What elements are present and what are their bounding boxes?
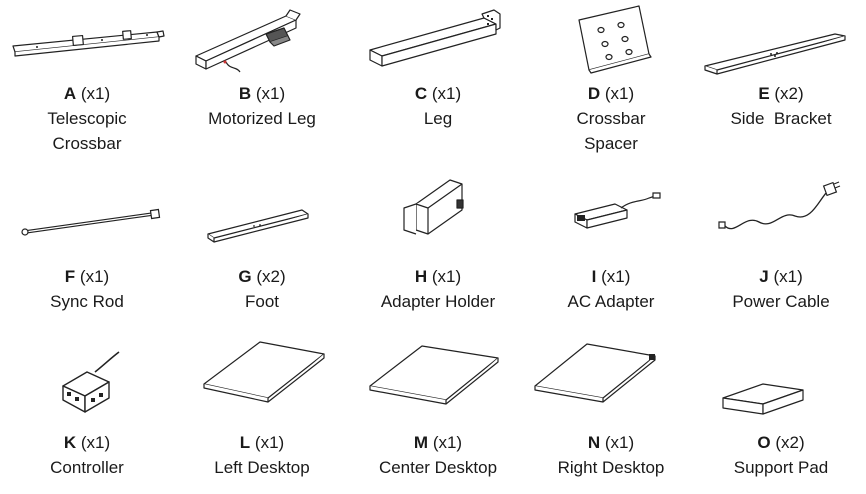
part-i-qty: (x1) (601, 267, 631, 286)
part-a: A (x1) Telescopic Crossbar (0, 0, 174, 168)
part-h-letter: H (414, 267, 428, 286)
part-c: C (x1) Leg (350, 0, 526, 168)
part-k-name: Controller (50, 458, 124, 477)
part-m-qty: (x1) (432, 433, 463, 452)
part-a-qty: (x1) (80, 84, 111, 103)
part-b-letter: B (238, 84, 252, 103)
part-f-caption: F (x1) Sync Rod (0, 264, 174, 314)
adapter-holder-icon (358, 170, 518, 250)
part-j-caption: J (x1) Power Cable (696, 264, 866, 314)
center-desktop-icon (358, 328, 518, 424)
left-desktop-icon (182, 328, 342, 424)
part-o-qty: (x2) (775, 433, 805, 452)
part-h-name: Adapter Holder (380, 292, 496, 311)
side-bracket-icon (701, 0, 861, 84)
part-g-letter: G (238, 267, 252, 286)
part-g: G (x2) Foot (174, 168, 350, 328)
part-b-name: Motorized Leg (208, 109, 316, 128)
part-m-letter: M (413, 433, 429, 452)
part-o: O (x2) Support Pad (696, 328, 866, 494)
part-k: K (x1) Controller (0, 328, 174, 494)
ac-adapter-icon (531, 170, 691, 250)
part-a-caption: A (x1) Telescopic Crossbar (0, 81, 174, 156)
part-k-letter: K (63, 433, 77, 452)
motorized-leg-icon (182, 0, 342, 84)
part-j-qty: (x1) (773, 267, 803, 286)
part-a-name: Telescopic Crossbar (47, 109, 127, 153)
part-n: N (x1) Right Desktop (526, 328, 696, 494)
part-d: D (x1) Crossbar Spacer (526, 0, 696, 168)
part-g-name: Foot (244, 292, 280, 311)
part-c-qty: (x1) (431, 84, 462, 103)
part-o-letter: O (757, 433, 771, 452)
support-pad-icon (701, 328, 861, 424)
leg-icon (358, 0, 518, 84)
part-k-qty: (x1) (80, 433, 111, 452)
part-h-caption: H (x1) Adapter Holder (350, 264, 526, 314)
part-l-name: Left Desktop (214, 458, 310, 477)
telescopic-crossbar-icon (7, 0, 167, 84)
right-desktop-icon (531, 328, 691, 424)
part-o-name: Support Pad (733, 458, 829, 477)
part-h: H (x1) Adapter Holder (350, 168, 526, 328)
part-j-letter: J (759, 267, 769, 286)
part-l-letter: L (239, 433, 251, 452)
part-f-name: Sync Rod (50, 292, 124, 311)
part-l: L (x1) Left Desktop (174, 328, 350, 494)
part-m-name: Center Desktop (378, 458, 498, 477)
part-k-caption: K (x1) Controller (0, 430, 174, 480)
part-g-caption: G (x2) Foot (174, 264, 350, 314)
part-o-caption: O (x2) Support Pad (696, 430, 866, 480)
part-e-caption: E (x2) Side Bracket (696, 81, 866, 131)
part-d-letter: D (587, 84, 601, 103)
power-cable-icon (701, 170, 861, 250)
part-b-caption: B (x1) Motorized Leg (174, 81, 350, 131)
part-e-name: Side Bracket (730, 109, 832, 128)
part-n-name: Right Desktop (557, 458, 665, 477)
part-l-caption: L (x1) Left Desktop (174, 430, 350, 480)
part-i: I (x1) AC Adapter (526, 168, 696, 328)
part-f: F (x1) Sync Rod (0, 168, 174, 328)
part-i-name: AC Adapter (567, 292, 655, 311)
crossbar-spacer-icon (531, 0, 691, 84)
part-i-letter: I (591, 267, 597, 286)
part-c-name: Leg (423, 109, 453, 128)
part-d-name: Crossbar Spacer (576, 109, 646, 153)
part-n-qty: (x1) (604, 433, 635, 452)
part-f-qty: (x1) (79, 267, 110, 286)
foot-icon (182, 170, 342, 250)
part-d-qty: (x1) (604, 84, 635, 103)
part-m: M (x1) Center Desktop (350, 328, 526, 494)
part-m-caption: M (x1) Center Desktop (350, 430, 526, 480)
part-g-qty: (x2) (256, 267, 286, 286)
part-e: E (x2) Side Bracket (696, 0, 866, 168)
part-l-qty: (x1) (254, 433, 285, 452)
part-n-letter: N (587, 433, 601, 452)
part-a-letter: A (63, 84, 77, 103)
part-c-letter: C (414, 84, 428, 103)
part-b-qty: (x1) (255, 84, 286, 103)
part-f-letter: F (64, 267, 76, 286)
part-b: B (x1) Motorized Leg (174, 0, 350, 168)
part-j: J (x1) Power Cable (696, 168, 866, 328)
controller-icon (7, 328, 167, 424)
part-e-letter: E (758, 84, 770, 103)
part-j-name: Power Cable (732, 292, 830, 311)
part-d-caption: D (x1) Crossbar Spacer (526, 81, 696, 156)
part-e-qty: (x2) (774, 84, 804, 103)
part-h-qty: (x1) (431, 267, 462, 286)
part-n-caption: N (x1) Right Desktop (526, 430, 696, 480)
part-c-caption: C (x1) Leg (350, 81, 526, 131)
sync-rod-icon (7, 170, 167, 250)
part-i-caption: I (x1) AC Adapter (526, 264, 696, 314)
